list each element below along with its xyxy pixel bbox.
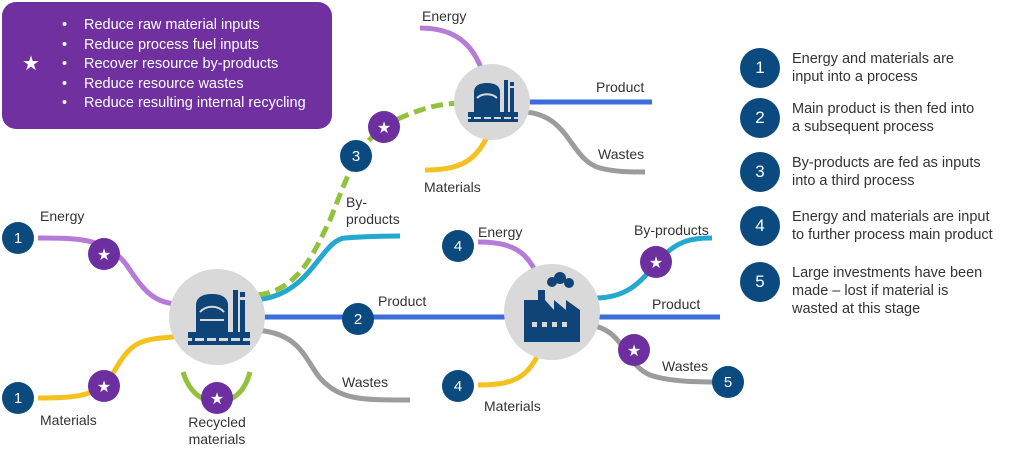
label-recycled-1: Recycled xyxy=(188,414,246,430)
label-product-mid: Product xyxy=(378,293,427,309)
legend-text: By-products are fed as inputs into a thi… xyxy=(792,155,981,189)
legend-text: Large investments have been made – lost … xyxy=(792,265,983,317)
list-item: Reduce resulting internal recycling xyxy=(62,94,306,114)
label-product-right: Product xyxy=(652,296,701,312)
wastes-flow-left xyxy=(249,327,411,403)
star-icon: ★ xyxy=(210,389,224,408)
star-badge-byproducts-right xyxy=(640,246,672,278)
label-byproducts-right: By-products xyxy=(634,222,709,238)
label-energy-left: Energy xyxy=(40,208,85,224)
list-item: Recover resource by-products xyxy=(62,55,306,75)
list-item: Reduce process fuel inputs xyxy=(62,36,306,56)
star-icon: ★ xyxy=(377,118,391,137)
star-icon: ★ xyxy=(649,253,663,272)
label-recycled-2: materials xyxy=(188,431,246,447)
badge-energy-right: 4 xyxy=(454,238,462,255)
wastes-flow-right xyxy=(589,322,721,385)
badge-materials-left: 1 xyxy=(14,390,22,407)
wastes-flow-top xyxy=(524,109,646,175)
label-wastes-right: Wastes xyxy=(662,358,709,374)
legend-item-5: 5 Large investments have been made – los… xyxy=(740,262,1020,322)
label-materials-top: Materials xyxy=(424,179,481,195)
star-icon: ★ xyxy=(22,53,40,75)
legend-number: 1 xyxy=(740,48,780,88)
materials-flow-left xyxy=(37,332,196,401)
number-badges: 1 1 2 3 4 4 5 xyxy=(2,140,744,414)
legend-number: 4 xyxy=(740,206,780,246)
badge-materials-right: 4 xyxy=(454,378,462,395)
label-wastes-left: Wastes xyxy=(342,374,389,390)
label-wastes-top: Wastes xyxy=(598,146,645,162)
star-badge-recycled xyxy=(201,382,233,414)
star-badge-materials-left xyxy=(88,370,120,402)
strategy-list: Reduce raw material inputs Reduce proces… xyxy=(62,16,306,114)
legend-number: 3 xyxy=(740,152,780,192)
star-badge-energy-left xyxy=(88,238,120,270)
list-item: Reduce resource wastes xyxy=(62,75,306,95)
factory-icon xyxy=(524,272,580,342)
label-energy-top: Energy xyxy=(422,8,467,24)
label-materials-left: Materials xyxy=(40,412,97,428)
legend-number: 5 xyxy=(740,262,780,302)
star-icon: ★ xyxy=(97,245,111,264)
label-energy-right: Energy xyxy=(478,224,523,240)
label-byproducts-left-1: By- xyxy=(346,194,367,210)
legend-item-3: 3 By-products are fed as inputs into a t… xyxy=(740,152,1020,196)
star-badges: ★ ★ ★ ★ ★ ★ xyxy=(88,111,672,414)
label-materials-right: Materials xyxy=(484,398,541,414)
legend-item-1: 1 Energy and materials are input into a … xyxy=(740,48,1020,92)
legend-text: Energy and materials are input to furthe… xyxy=(792,209,993,243)
byproducts-flow-left xyxy=(249,233,401,303)
label-product-top: Product xyxy=(596,79,645,95)
badge-wastes-right: 5 xyxy=(724,374,732,391)
energy-flow-left xyxy=(37,235,196,308)
process-plant-icon-top xyxy=(468,80,518,122)
process-plant-icon-main xyxy=(188,290,250,345)
star-icon: ★ xyxy=(97,377,111,396)
reduction-strategies-box: ★ Reduce raw material inputs Reduce proc… xyxy=(2,2,332,129)
badge-energy-left: 1 xyxy=(14,230,22,247)
legend-item-4: 4 Energy and materials are input to furt… xyxy=(740,206,1020,250)
legend-text: Main product is then fed into a subseque… xyxy=(792,101,975,135)
legend-number: 2 xyxy=(740,98,780,138)
badge-byproducts-mid: 3 xyxy=(352,148,360,165)
label-byproducts-left-2: products xyxy=(346,211,400,227)
byproducts-flow-right xyxy=(594,235,713,301)
star-badge-wastes-right xyxy=(618,334,650,366)
star-badge-byproducts xyxy=(368,111,400,143)
list-item: Reduce raw material inputs xyxy=(62,16,306,36)
legend-item-2: 2 Main product is then fed into a subseq… xyxy=(740,98,1020,142)
badge-product-mid: 2 xyxy=(354,311,362,328)
legend-text: Energy and materials are input into a pr… xyxy=(792,51,954,85)
star-icon: ★ xyxy=(627,341,641,360)
